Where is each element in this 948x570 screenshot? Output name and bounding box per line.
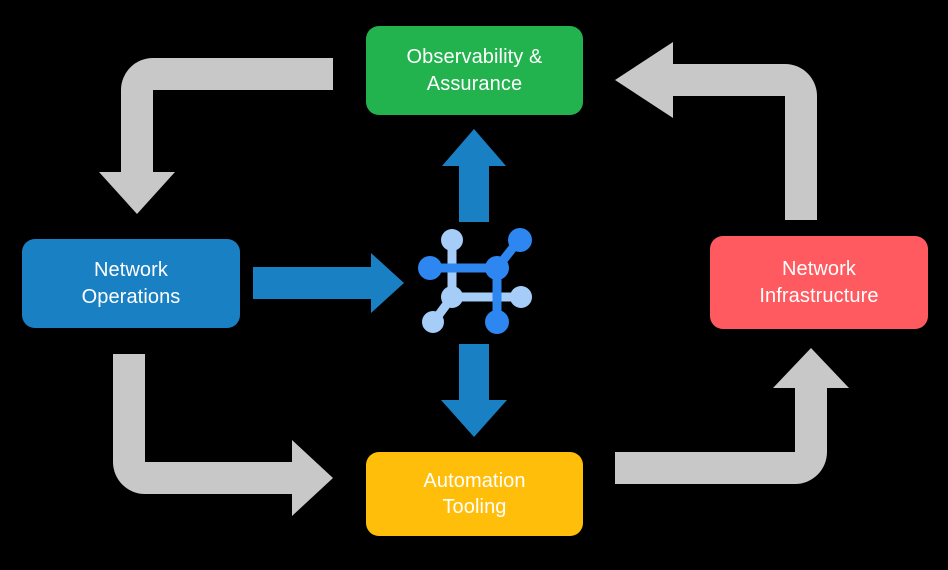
arrow-operations-to-automation: [113, 354, 333, 516]
node-automation-label-line2: Tooling: [442, 496, 507, 518]
node-automation-tooling[interactable]: Automation Tooling: [366, 452, 583, 536]
node-observability-label: Observability & Assurance: [407, 44, 543, 97]
node-network-operations[interactable]: Network Operations: [22, 239, 240, 328]
node-automation-label: Automation Tooling: [423, 468, 525, 521]
node-operations-label: Network Operations: [82, 257, 181, 310]
node-observability-label-line1: Observability &: [406, 46, 543, 69]
arrow-automation-to-infrastructure: [615, 348, 849, 484]
node-infrastructure-label-line1: Network: [781, 258, 857, 281]
network-topology-icon: [418, 228, 532, 334]
node-observability-label-line2: Assurance: [426, 72, 523, 95]
arrow-observability-to-operations: [99, 58, 333, 214]
node-operations-label-line1: Network: [93, 259, 169, 282]
arrow-infrastructure-to-observability: [615, 42, 817, 220]
arrow-center-to-observability: [442, 129, 506, 222]
node-observability-assurance[interactable]: Observability & Assurance: [366, 26, 583, 115]
node-network-infrastructure[interactable]: Network Infrastructure: [710, 236, 928, 329]
arrow-operations-to-center: [253, 253, 404, 313]
node-operations-label-line2: Operations: [81, 285, 181, 308]
node-infrastructure-label: Network Infrastructure: [759, 256, 878, 309]
node-automation-label-line1: Automation: [423, 469, 526, 492]
node-infrastructure-label-line2: Infrastructure: [759, 284, 879, 307]
arrow-center-to-automation: [441, 344, 507, 437]
